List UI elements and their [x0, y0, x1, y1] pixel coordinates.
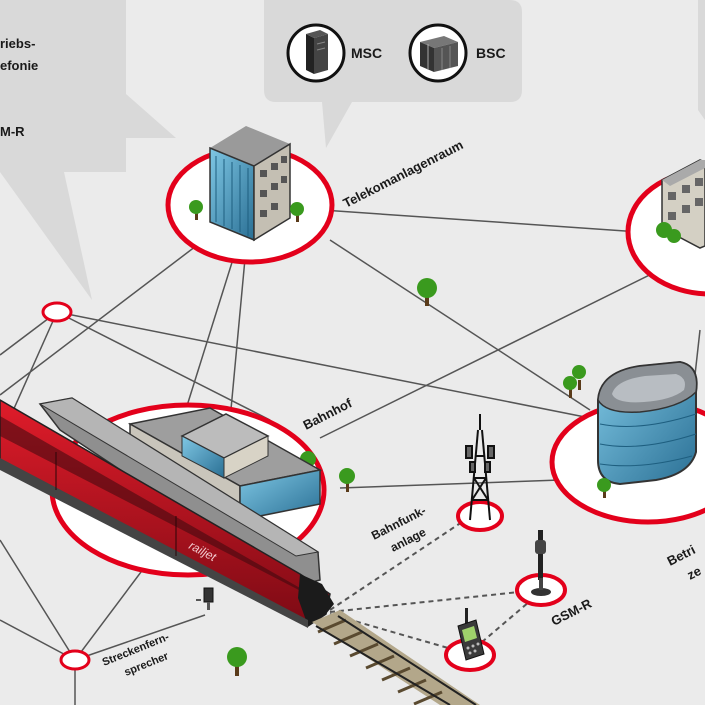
- tree-icon: [572, 365, 586, 390]
- msc-label: MSC: [351, 45, 382, 61]
- msc-icon-group: [286, 23, 346, 83]
- bubble-left-text-2: efonie: [0, 58, 38, 73]
- tree-icon: [339, 468, 355, 492]
- node-small-left: [41, 301, 73, 323]
- bubble-right-edge: [698, 0, 705, 104]
- trackside-phone-icon: [203, 587, 214, 610]
- bsc-icon-group: [408, 23, 468, 83]
- bubble-middle: MSC BSC: [264, 0, 522, 148]
- node-small-bottom-left: [59, 649, 91, 671]
- bubble-left-text-1: riebs-: [0, 36, 35, 51]
- bubble-left-tail-2: [126, 94, 176, 138]
- node-ring-bahnfunk: [456, 500, 504, 532]
- bubble-left: riebs- efonie M-R: [0, 0, 126, 300]
- server-rack-icon: [420, 36, 458, 72]
- tree-icon: [417, 278, 437, 306]
- label-betrieb-2: ze: [685, 563, 704, 583]
- server-tower-icon: [306, 30, 328, 74]
- handheld-radio-icon: [457, 608, 485, 661]
- railway-track: [312, 610, 480, 705]
- tree-icon: [290, 202, 304, 222]
- office-building-right: [656, 159, 705, 249]
- telekom-building: [209, 126, 291, 242]
- tree-icon: [227, 647, 247, 676]
- radio-tower-icon: [465, 414, 495, 521]
- glass-tower-building: [597, 360, 698, 486]
- bsc-label: BSC: [476, 45, 506, 61]
- bubble-left-text-3: M-R: [0, 124, 25, 139]
- tree-icon: [563, 376, 577, 398]
- tree-icon: [189, 200, 203, 220]
- railjet-train: railjet: [0, 397, 334, 628]
- tree-icon: [597, 478, 611, 498]
- antenna-icon: [531, 530, 551, 596]
